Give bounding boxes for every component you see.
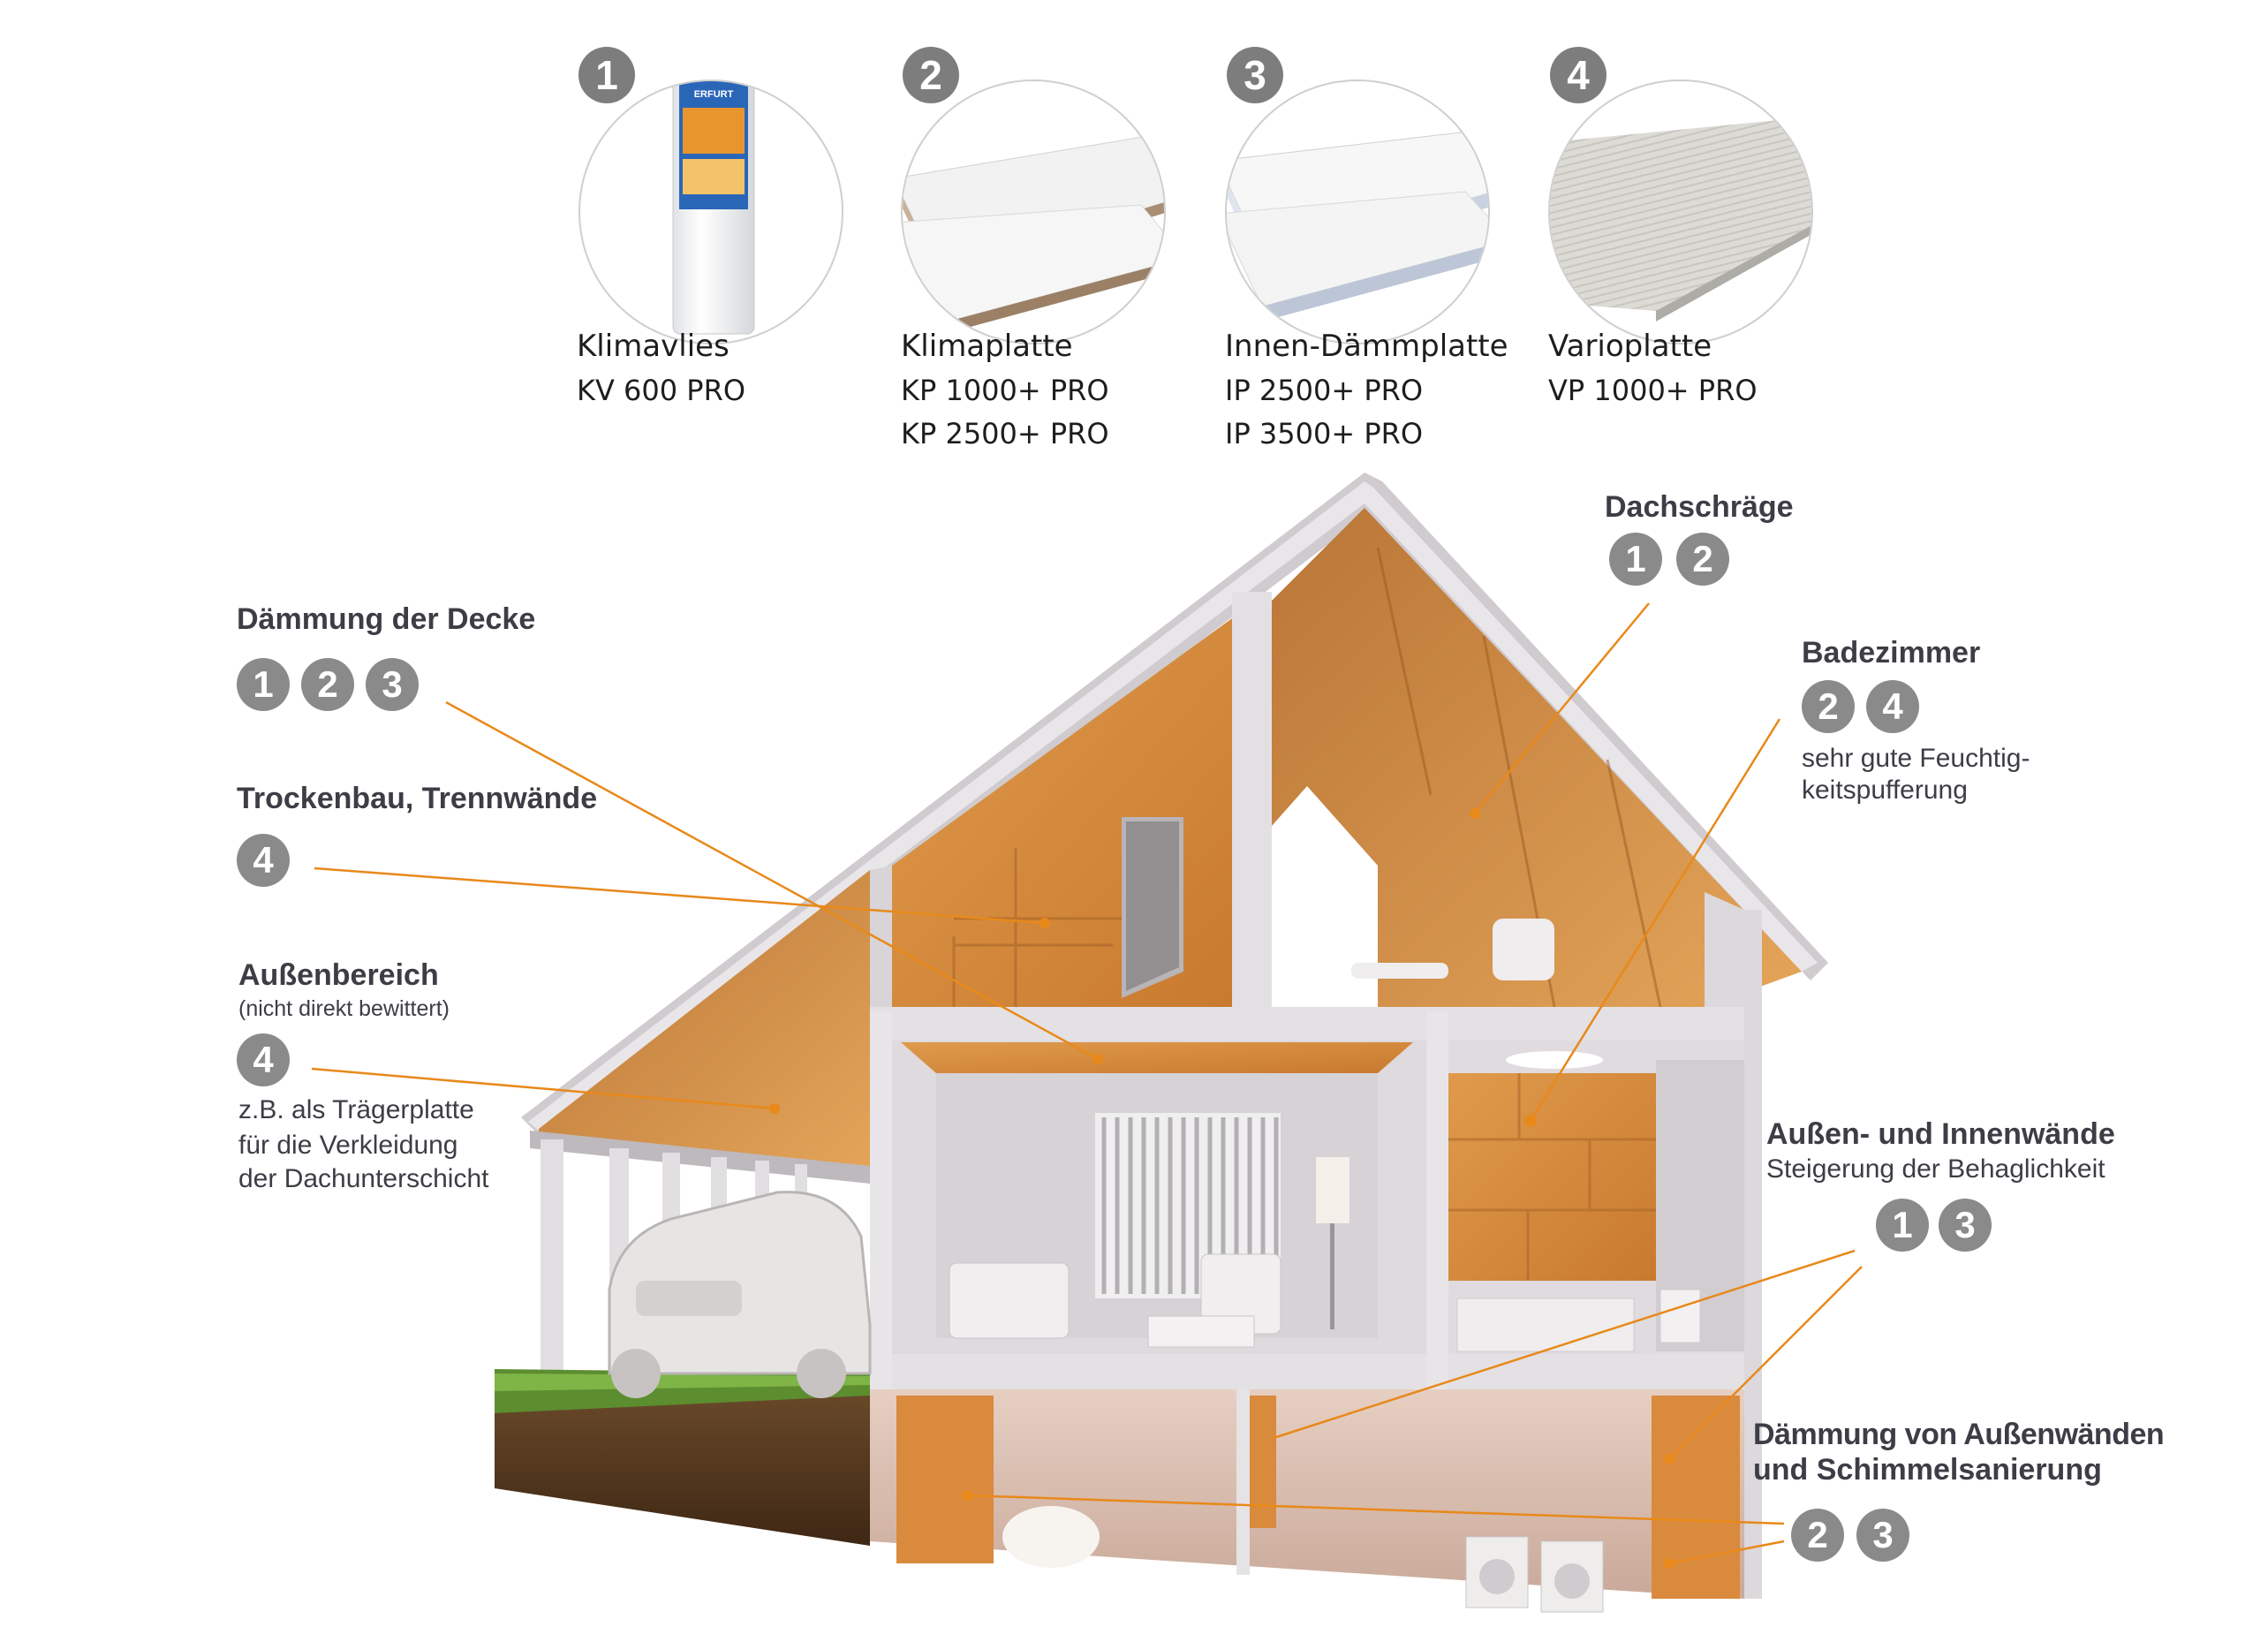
leader-line-ceiling	[445, 700, 1099, 1061]
product-4-image	[1548, 79, 1813, 344]
callout-badge: 4	[237, 1033, 290, 1086]
callout-badge: 1	[1609, 533, 1662, 586]
callout-line: sehr gute Feuchtig-	[1802, 744, 2030, 773]
leader-line-exterior-b	[1668, 1540, 1785, 1565]
callout-badge: 2	[1802, 680, 1855, 733]
leader-line-walls-a	[1273, 1249, 1856, 1440]
lounge-chair	[1351, 919, 1554, 980]
callout-title: Badezimmer	[1802, 636, 1981, 670]
product-number-badge: 3	[1227, 47, 1283, 103]
callout-badge: 1	[237, 658, 290, 711]
vario-board-icon	[1550, 117, 1811, 322]
callout-line: keitspufferung	[1802, 776, 1968, 805]
marker-dot	[1664, 1454, 1675, 1464]
leader-line-outdoor	[311, 1067, 775, 1110]
marker-dot	[1092, 1054, 1103, 1064]
product-number-badge: 1	[578, 47, 635, 103]
callout-badge: 4	[1866, 680, 1919, 733]
product-name: Klimavlies	[577, 329, 730, 364]
product-code: VP 1000+ PRO	[1548, 374, 1758, 407]
insulation-board-icon	[1227, 129, 1488, 322]
climate-board-icon	[903, 133, 1164, 336]
product-code: KP 2500+ PRO	[901, 417, 1109, 450]
product-name: Klimaplatte	[901, 329, 1073, 364]
marker-dot	[962, 1490, 972, 1501]
callout-badge: 3	[366, 658, 419, 711]
marker-dot	[1470, 808, 1480, 819]
garden-ground	[495, 1369, 870, 1546]
product-number-badge: 2	[903, 47, 959, 103]
callout-line: für die Verkleidung	[238, 1131, 458, 1160]
car	[608, 1191, 872, 1398]
roll-brand-label: ERFURT	[694, 89, 734, 100]
product-name: Innen-Dämmplatte	[1225, 329, 1508, 364]
callout-badge: 4	[237, 834, 290, 887]
product-3-image	[1225, 79, 1490, 344]
callout-title: Trockenbau, Trennwände	[237, 782, 598, 815]
leader-line-roof-slope	[1474, 602, 1650, 814]
product-2-image	[901, 79, 1166, 344]
callout-badge: 2	[1791, 1509, 1844, 1562]
callout-title: Außenbereich	[238, 958, 439, 992]
callout-badge: 2	[1676, 533, 1729, 586]
callout-line: z.B. als Trägerplatte	[238, 1095, 474, 1124]
product-code: IP 3500+ PRO	[1225, 417, 1424, 450]
product-number-badge: 4	[1550, 47, 1606, 103]
marker-dot	[1524, 1115, 1537, 1127]
product-code: KP 1000+ PRO	[901, 374, 1109, 407]
callout-title: Dämmung von Außenwänden	[1753, 1418, 2165, 1451]
callout-subtitle: (nicht direkt bewittert)	[238, 996, 450, 1021]
callout-line: der Dachunterschicht	[238, 1164, 489, 1193]
product-code: KV 600 PRO	[577, 374, 746, 407]
callout-subtitle: Steigerung der Behaglichkeit	[1766, 1154, 2105, 1184]
leader-line-exterior-a	[966, 1494, 1785, 1525]
roof	[521, 473, 1828, 1139]
product-code: IP 2500+ PRO	[1225, 374, 1424, 407]
callout-title: Außen- und Innenwände	[1766, 1117, 2115, 1151]
leader-line-drywall	[314, 866, 1046, 925]
callout-badge: 2	[301, 658, 354, 711]
callout-badge: 3	[1939, 1199, 1992, 1252]
callout-title: Dachschräge	[1605, 490, 1794, 524]
marker-dot	[769, 1103, 780, 1114]
callout-title: und Schimmelsanierung	[1753, 1453, 2102, 1487]
carport-roof-panel	[539, 870, 870, 1175]
product-1-image: ERFURT	[578, 79, 843, 344]
marker-dot	[1040, 918, 1050, 928]
fleece-roll-icon: ERFURT	[672, 81, 755, 335]
callout-badge: 3	[1856, 1509, 1909, 1562]
callout-badge: 1	[1876, 1199, 1929, 1252]
product-name: Varioplatte	[1548, 329, 1712, 364]
leader-line-bathroom	[1529, 718, 1781, 1122]
leader-line-walls-b	[1668, 1266, 1863, 1460]
callout-title: Dämmung der Decke	[237, 602, 536, 636]
marker-dot	[1664, 1558, 1675, 1569]
